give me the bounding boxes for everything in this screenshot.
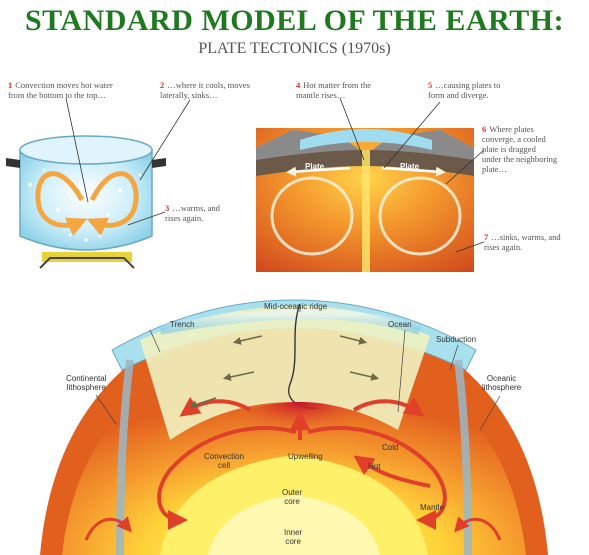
label-mantle: Mantle (420, 503, 444, 512)
label-mid-oceanic-ridge: Mid-oceanic ridge (264, 302, 327, 311)
step-3-caption: 3…warms, and rises again. (165, 203, 220, 223)
pot-handle-left (6, 158, 20, 168)
step-2-number: 2 (160, 80, 164, 90)
step-1-text: Convection moves hot water from the bott… (8, 80, 113, 100)
label-oceanic-lithosphere: Oceanic lithosphere (482, 374, 521, 392)
pot-handle-right (152, 158, 166, 168)
step-7-caption: 7…sinks, warms, and rises again. (484, 232, 561, 252)
step-3-text: …warms, and rises again. (165, 203, 220, 223)
rising-plume (362, 150, 370, 272)
step-4-number: 4 (296, 80, 300, 90)
label-trench: Trench (170, 320, 195, 329)
step-5-number: 5 (428, 80, 432, 90)
pot-illustration (6, 98, 190, 268)
step-2-text: …where it cools, moves laterally, sinks… (160, 80, 250, 100)
plate-label-right: Plate (400, 162, 419, 171)
step-4-text: Hot matter from the mantle rises… (296, 80, 371, 100)
pot-rim (20, 136, 152, 164)
plate-label-left: Plate (305, 162, 324, 171)
label-upwelling: Upwelling (288, 452, 323, 461)
label-ocean: Ocean (388, 320, 412, 329)
step-5-text: …causing plates to form and diverge. (428, 80, 500, 100)
step-6-text: Where plates converge, a cooled plate is… (482, 124, 557, 174)
step-6-number: 6 (482, 124, 486, 134)
step-3-number: 3 (165, 203, 169, 213)
label-outer-core: Outer core (282, 488, 302, 506)
label-continental-lithosphere: Continental lithosphere (66, 374, 106, 392)
leader-line-2 (140, 100, 190, 180)
mantle-cross-section (256, 98, 484, 272)
step-5-caption: 5…causing plates to form and diverge. (428, 80, 500, 100)
label-hot: Hot (368, 462, 380, 471)
step-1-number: 1 (8, 80, 12, 90)
step-7-number: 7 (484, 232, 488, 242)
step-2-caption: 2…where it cools, moves laterally, sinks… (160, 80, 250, 100)
label-convection-cell: Convection cell (204, 452, 244, 470)
label-subduction: Subduction (436, 335, 476, 344)
label-cold: Cold (382, 443, 398, 452)
label-inner-core: Inner core (284, 528, 302, 546)
step-7-text: …sinks, warms, and rises again. (484, 232, 561, 252)
